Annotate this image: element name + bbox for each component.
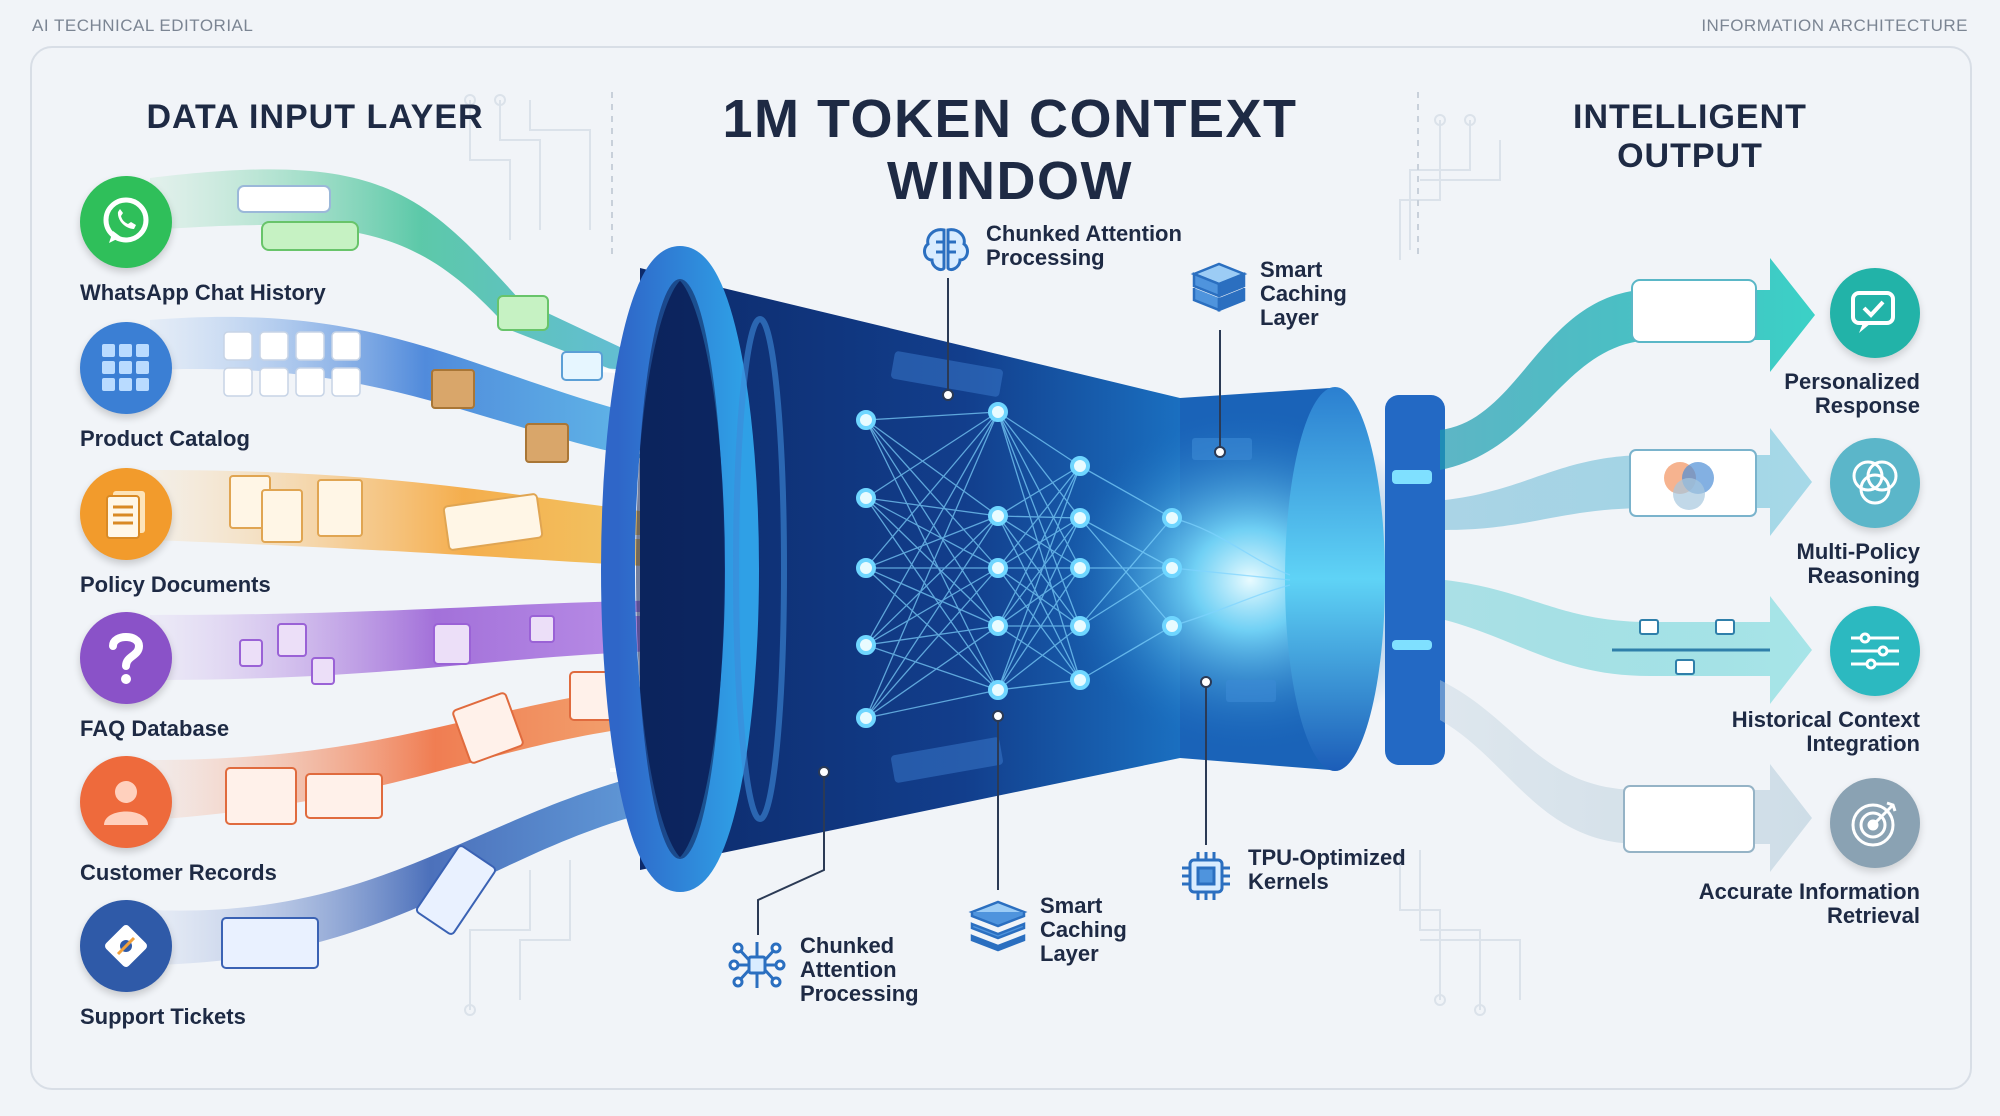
annotation-tpu-kernels: TPU-Optimized Kernels bbox=[1176, 846, 1406, 906]
annotation-smart-caching-bottom: Smart Caching Layer bbox=[968, 894, 1127, 966]
input-product-catalog: Product Catalog bbox=[80, 322, 380, 452]
annotation-chunked-attention-bottom: Chunked Attention Processing bbox=[726, 934, 919, 1006]
neural-network-nodes bbox=[856, 402, 1182, 728]
chip-icon bbox=[1182, 852, 1230, 900]
content-frame bbox=[30, 46, 1972, 1090]
input-label: Customer Records bbox=[80, 860, 277, 885]
input-label: FAQ Database bbox=[80, 716, 230, 741]
output-multi-policy-reasoning: Multi-Policy Reasoning bbox=[1600, 438, 1920, 588]
output-label: Accurate Information Retrieval bbox=[1698, 879, 1920, 928]
document-icon bbox=[80, 468, 172, 560]
input-label: Policy Documents bbox=[80, 572, 271, 597]
chat-check-icon bbox=[1830, 268, 1920, 358]
output-streams bbox=[1440, 258, 1815, 872]
input-label: Product Catalog bbox=[80, 426, 250, 451]
grid-icon bbox=[80, 322, 172, 414]
input-policy-documents: Policy Documents bbox=[80, 468, 380, 598]
context-window-title: 1M TOKEN CONTEXT WINDOW bbox=[722, 89, 1298, 211]
output-accurate-retrieval: Accurate Information Retrieval bbox=[1600, 778, 1920, 928]
layers-icon bbox=[968, 900, 1028, 952]
network-icon bbox=[728, 942, 786, 988]
target-icon bbox=[1830, 778, 1920, 868]
annotation-label: Chunked Attention Processing bbox=[986, 221, 1182, 270]
header-right: INFORMATION ARCHITECTURE bbox=[1701, 16, 1968, 35]
whatsapp-icon bbox=[80, 176, 172, 268]
annotation-chunked-attention-top: Chunked Attention Processing bbox=[918, 222, 1182, 278]
person-icon bbox=[80, 756, 172, 848]
output-label: Historical Context Integration bbox=[1731, 707, 1920, 756]
circuit-traces bbox=[464, 94, 1521, 1016]
context-window-funnel bbox=[601, 246, 1445, 892]
input-support-tickets: Support Tickets bbox=[80, 900, 380, 1030]
header-left: AI TECHNICAL EDITORIAL bbox=[32, 16, 254, 35]
output-historical-context: Historical Context Integration bbox=[1600, 606, 1920, 756]
input-section-title: DATA INPUT LAYER bbox=[146, 98, 484, 136]
input-stream-items bbox=[221, 185, 619, 969]
timeline-icon bbox=[1830, 606, 1920, 696]
input-whatsapp: WhatsApp Chat History bbox=[80, 176, 380, 306]
annotation-label: TPU-Optimized Kernels bbox=[1248, 845, 1406, 894]
input-label: Support Tickets bbox=[80, 1004, 246, 1029]
annotation-smart-caching-top: Smart Caching Layer bbox=[1190, 258, 1347, 330]
neural-network-lines bbox=[865, 411, 1291, 719]
input-customer-records: Customer Records bbox=[80, 756, 380, 886]
annotation-label: Smart Caching Layer bbox=[1040, 893, 1127, 966]
annotation-label: Smart Caching Layer bbox=[1260, 257, 1347, 330]
brain-icon bbox=[923, 228, 969, 272]
output-label: Personalized Response bbox=[1784, 369, 1920, 418]
annotation-label: Chunked Attention Processing bbox=[800, 933, 919, 1006]
output-personalized-response: Personalized Response bbox=[1600, 268, 1920, 418]
input-faq-database: FAQ Database bbox=[80, 612, 380, 742]
output-section-title: INTELLIGENT OUTPUT bbox=[1573, 98, 1807, 175]
annotation-leader-lines bbox=[757, 278, 1226, 935]
input-label: WhatsApp Chat History bbox=[80, 280, 326, 305]
output-label: Multi-Policy Reasoning bbox=[1796, 539, 1920, 588]
venn-icon bbox=[1830, 438, 1920, 528]
question-icon bbox=[80, 612, 172, 704]
ticket-icon bbox=[80, 900, 172, 992]
database-icon bbox=[1190, 262, 1248, 312]
